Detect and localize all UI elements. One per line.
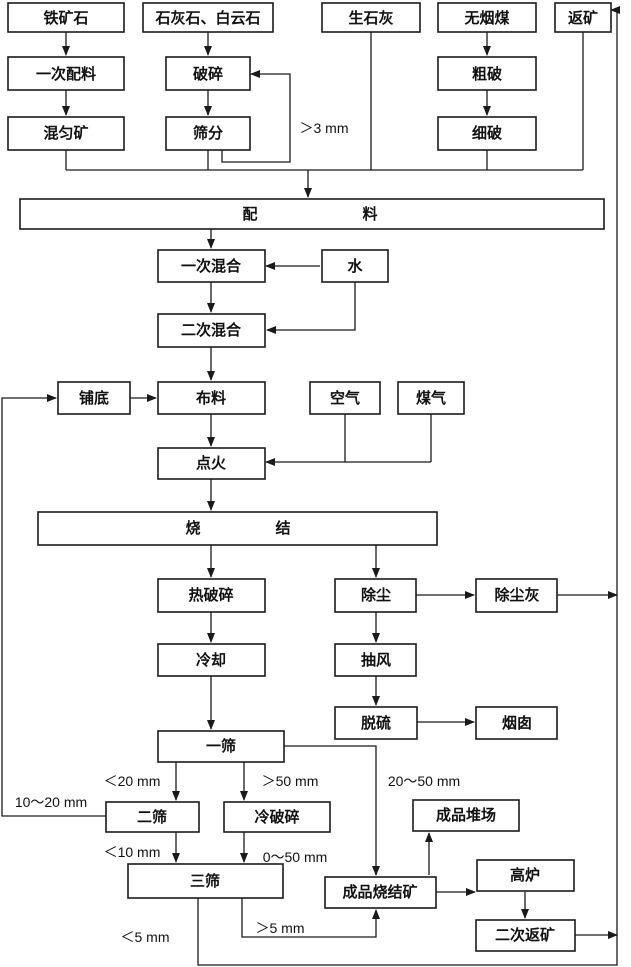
node-screen-2: 二筛 <box>105 801 200 833</box>
node-label: 空气 <box>330 389 360 407</box>
node-label: 冷却 <box>196 651 226 669</box>
label-10-20mm: 10～20 mm <box>15 794 87 810</box>
node-gas: 煤气 <box>397 381 465 415</box>
node-label: 水 <box>347 257 363 275</box>
node-exhaust: 抽风 <box>334 643 417 677</box>
node-return-ore: 返矿 <box>554 2 612 33</box>
node-ignition: 点火 <box>157 447 266 480</box>
node-label: 除尘灰 <box>494 586 539 604</box>
node-label: 配 料 <box>242 205 377 223</box>
node-fine-crushing: 细破 <box>437 116 537 151</box>
node-primary-batching: 一次配料 <box>7 56 125 91</box>
node-label: 细破 <box>472 124 502 142</box>
label-gt-5mm: ＞5 mm <box>256 920 305 936</box>
node-water: 水 <box>321 249 389 283</box>
node-cold-crushing: 冷破碎 <box>223 801 331 833</box>
node-label: 无烟煤 <box>463 9 509 27</box>
size-labels: ＞3 mm ＜20 mm ＞50 mm 20～50 mm 10～20 mm ＜1… <box>15 120 460 945</box>
node-label: 返矿 <box>568 9 598 27</box>
node-label: 混匀矿 <box>43 124 88 142</box>
node-label: 抽风 <box>361 651 391 669</box>
node-limestone-dolomite: 石灰石、白云石 <box>142 2 274 33</box>
node-quicklime: 生石灰 <box>321 2 421 33</box>
node-label: 脱硫 <box>361 714 391 732</box>
node-screen-1: 一筛 <box>157 730 285 763</box>
node-hearth-layer: 铺底 <box>57 381 131 415</box>
node-label: 三筛 <box>190 872 220 890</box>
node-label: 一次配料 <box>36 65 96 83</box>
node-label: 烟囱 <box>502 714 532 732</box>
label-0-50mm: 0～50 mm <box>263 849 328 865</box>
node-screen-3: 三筛 <box>127 863 284 899</box>
node-label: 冷破碎 <box>254 808 299 826</box>
node-cooling: 冷却 <box>157 643 266 677</box>
node-crushing: 破碎 <box>165 56 251 91</box>
node-anthracite: 无烟煤 <box>437 2 537 33</box>
node-dedusting: 除尘 <box>334 578 417 613</box>
node-label: 一次混合 <box>181 257 242 275</box>
node-label: 石灰石、白云石 <box>154 9 260 27</box>
node-blast-furnace: 高炉 <box>476 859 575 892</box>
node-label: 烧 结 <box>185 519 290 537</box>
node-label: 热破碎 <box>188 586 233 604</box>
node-dedusting-ash: 除尘灰 <box>475 578 558 613</box>
node-finished-sinter: 成品烧结矿 <box>324 876 437 909</box>
label-gt-50mm: ＞50 mm <box>262 773 319 789</box>
label-lt-10mm: ＜10 mm <box>104 844 161 860</box>
node-label: 铁矿石 <box>43 9 88 27</box>
node-label: 筛分 <box>193 124 223 142</box>
node-label: 二次混合 <box>181 321 242 339</box>
node-label: 铺底 <box>79 389 109 407</box>
node-hot-crushing: 热破碎 <box>157 578 266 613</box>
node-feeding: 布料 <box>157 381 266 415</box>
label-20-50mm: 20～50 mm <box>388 773 460 789</box>
node-label: 成品烧结矿 <box>342 883 417 901</box>
node-label: 粗破 <box>472 65 502 83</box>
node-label: 二筛 <box>137 808 167 826</box>
label-lt-5mm: ＜5 mm <box>121 929 170 945</box>
connectors <box>1 6 620 966</box>
node-primary-mixing: 一次混合 <box>157 249 266 283</box>
node-label: 成品堆场 <box>436 806 496 824</box>
node-label: 高炉 <box>510 866 540 884</box>
node-finished-yard: 成品堆场 <box>412 799 520 832</box>
node-screening: 筛分 <box>165 116 251 151</box>
node-label: 二次返矿 <box>495 926 555 944</box>
node-blended-ore: 混匀矿 <box>7 116 125 151</box>
label-lt-20mm: ＜20 mm <box>104 773 161 789</box>
node-label: 生石灰 <box>348 9 393 27</box>
node-label: 点火 <box>196 454 227 472</box>
node-secondary-return: 二次返矿 <box>475 919 576 952</box>
node-label: 布料 <box>196 389 226 407</box>
node-chimney: 烟囱 <box>475 706 558 740</box>
node-batching: 配 料 <box>19 198 605 230</box>
label-gt-3mm: ＞3 mm <box>300 120 349 136</box>
node-secondary-mixing: 二次混合 <box>157 313 266 348</box>
node-coarse-crushing: 粗破 <box>437 56 537 91</box>
node-label: 破碎 <box>193 65 223 83</box>
node-label: 一筛 <box>206 737 236 755</box>
node-air: 空气 <box>309 381 381 415</box>
node-desulfurization: 脱硫 <box>334 706 418 740</box>
node-sintering: 烧 结 <box>37 511 438 546</box>
node-label: 煤气 <box>416 389 446 407</box>
node-label: 除尘 <box>361 586 391 604</box>
node-iron-ore: 铁矿石 <box>7 2 125 33</box>
